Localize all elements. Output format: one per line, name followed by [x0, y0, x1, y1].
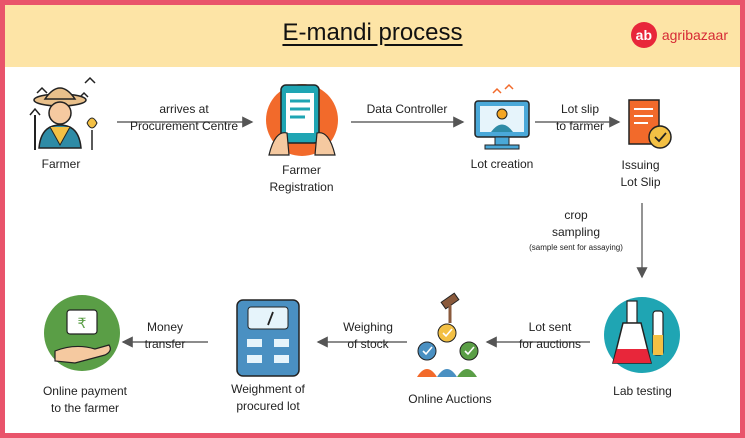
computer-user-icon — [474, 83, 530, 150]
edge-label-lot-slip-line1: Lot slip — [560, 102, 600, 116]
online-auctions-label: Online Auctions — [408, 392, 492, 406]
lab-testing-label: Lab testing — [613, 384, 672, 398]
online-payment-label-line1: Online payment — [42, 384, 128, 398]
weighment-label: Weighment of procured lot — [213, 381, 323, 416]
edge-label-lot-sent: Lot sent for auctions — [505, 319, 595, 354]
tablet-registration-icon — [266, 84, 338, 156]
page-title: E-mandi process — [282, 19, 463, 46]
edge-label-crop-sampling: crop sampling (sample sent for assaying) — [511, 207, 641, 253]
edge-label-arrives-line1: arrives at — [159, 102, 209, 116]
edge-label-arrives-line2: Procurement Centre — [129, 119, 239, 134]
edge-label-crop-sampling-note: (sample sent for assaying) — [529, 242, 623, 252]
document-check-icon — [628, 99, 672, 149]
edge-label-lot-sent-line1: Lot sent — [528, 320, 572, 334]
farmer-registration-label: Farmer Registration — [249, 162, 354, 197]
farmer-registration-label-line1: Farmer — [282, 163, 321, 177]
diagram-art: ₹ — [29, 76, 680, 377]
online-payment-label: Online payment to the farmer — [30, 383, 140, 418]
farmer-registration-label-line2: Registration — [269, 180, 334, 195]
diagram-frame: E-mandi process ab agribazaar — [5, 5, 740, 433]
rupee-hand-icon: ₹ — [44, 295, 120, 371]
edge-label-crop-sampling-line1: crop — [564, 208, 588, 222]
online-payment-label-line2: to the farmer — [50, 401, 120, 416]
edge-label-money-line2: transfer — [144, 337, 186, 352]
issuing-lot-slip-label-line1: Issuing — [621, 158, 660, 172]
header-bar: E-mandi process ab agribazaar — [5, 5, 740, 67]
edge-label-money-line1: Money — [146, 320, 184, 334]
issuing-lot-slip-label: Issuing Lot Slip — [603, 157, 678, 192]
gavel-bidders-icon — [417, 292, 479, 377]
edge-label-crop-sampling-line2: sampling — [551, 225, 601, 240]
brand-name: agribazaar — [661, 27, 728, 43]
svg-text:₹: ₹ — [78, 316, 87, 332]
edge-label-lot-sent-line2: for auctions — [518, 337, 582, 352]
edge-label-weighing: Weighing of stock — [323, 319, 413, 354]
edge-label-weighing-line2: of stock — [347, 337, 389, 352]
edge-label-weighing-line1: Weighing — [343, 320, 393, 334]
agribazaar-logo-icon: ab — [630, 22, 657, 48]
edge-label-lot-slip-line2: to farmer — [555, 119, 604, 134]
brand-logo: ab agribazaar — [630, 22, 728, 48]
edge-label-data-controller: Data Controller — [366, 102, 448, 116]
farmer-icon — [29, 76, 98, 150]
weighment-label-line1: Weighment of — [231, 382, 305, 396]
weighing-scale-icon — [236, 299, 300, 377]
flow-arrows — [117, 116, 648, 348]
edge-label-money: Money transfer — [125, 319, 205, 354]
issuing-lot-slip-label-line2: Lot Slip — [620, 175, 661, 190]
edge-label-arrives: arrives at Procurement Centre — [109, 101, 259, 136]
edge-label-lot-slip: Lot slip to farmer — [540, 101, 620, 136]
farmer-label: Farmer — [41, 157, 81, 171]
lot-creation-label: Lot creation — [470, 157, 534, 171]
flask-icon — [604, 297, 680, 373]
weighment-label-line2: procured lot — [236, 399, 300, 414]
